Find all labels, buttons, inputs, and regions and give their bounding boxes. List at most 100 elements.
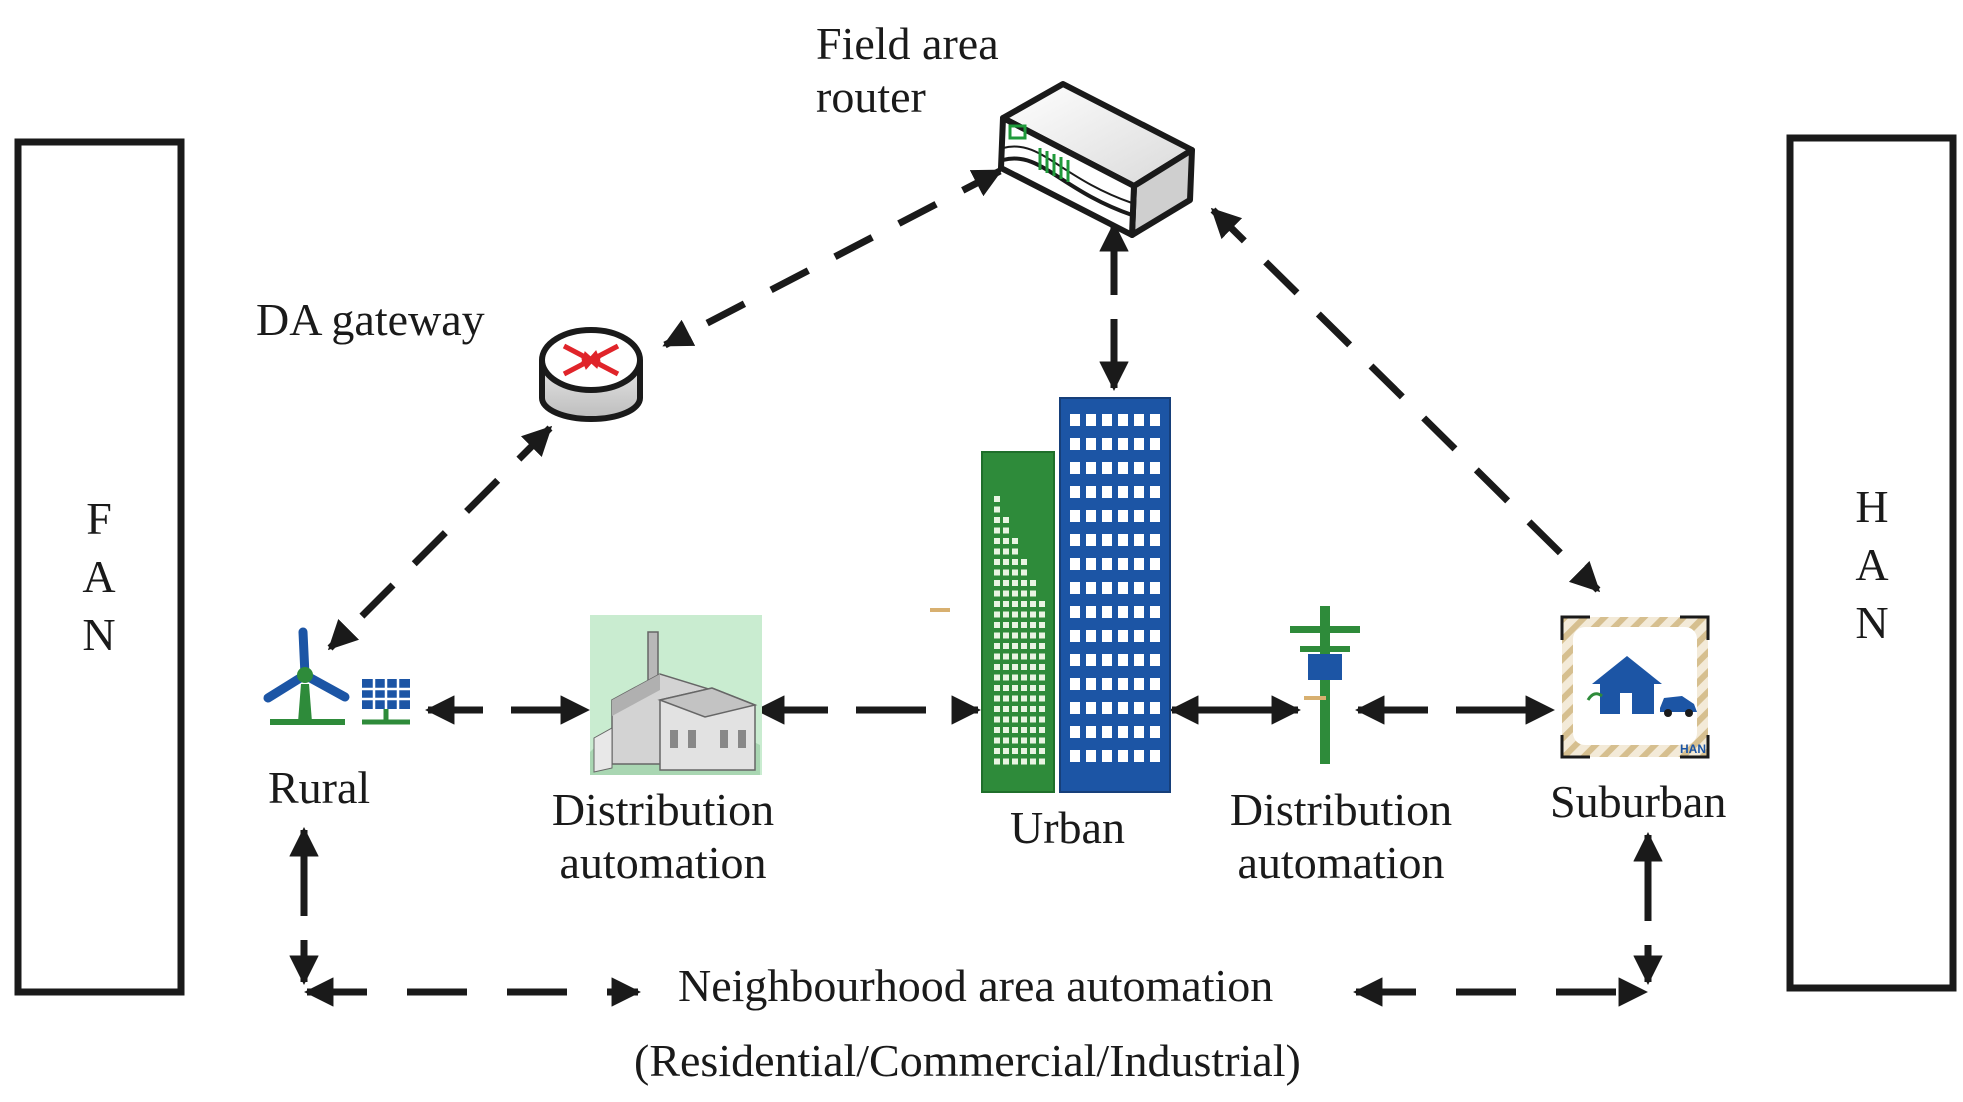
han-letter: A bbox=[1855, 539, 1889, 590]
building-window bbox=[1070, 534, 1080, 546]
building-window bbox=[1003, 559, 1009, 565]
building-window bbox=[1070, 750, 1080, 762]
utility-pole-icon bbox=[1290, 606, 1360, 764]
building-window bbox=[1102, 414, 1112, 426]
building-window bbox=[1086, 702, 1096, 714]
building-window bbox=[1012, 611, 1018, 618]
building-window bbox=[1003, 517, 1009, 523]
building-window bbox=[1134, 606, 1144, 618]
building-window bbox=[994, 632, 1000, 639]
building-window bbox=[1039, 737, 1045, 744]
da-right-line2: automation bbox=[1237, 836, 1445, 888]
building-window bbox=[1102, 606, 1112, 618]
building-window bbox=[1021, 622, 1027, 628]
building-window bbox=[1021, 748, 1027, 754]
building-window bbox=[1039, 622, 1045, 628]
building-window bbox=[1086, 678, 1096, 690]
building-window bbox=[1012, 632, 1018, 639]
building-window bbox=[1021, 643, 1027, 649]
han-letter: H bbox=[1855, 481, 1889, 532]
han-label: H A N bbox=[1842, 478, 1902, 652]
building-window bbox=[1134, 462, 1144, 474]
building-window bbox=[1118, 438, 1128, 450]
building-window bbox=[1003, 748, 1009, 754]
building-window bbox=[1030, 748, 1036, 754]
building-window bbox=[994, 685, 1000, 691]
building-window bbox=[1150, 750, 1160, 762]
building-window bbox=[1039, 611, 1045, 618]
building-window bbox=[1021, 737, 1027, 744]
building-window bbox=[1039, 653, 1045, 660]
building-window bbox=[1118, 654, 1128, 666]
building-window bbox=[1021, 758, 1027, 765]
building-window bbox=[994, 706, 1000, 712]
building-window bbox=[1012, 590, 1018, 597]
router-label-line2: router bbox=[816, 70, 926, 122]
building-window bbox=[994, 517, 1000, 523]
building-window bbox=[1003, 622, 1009, 628]
building-window bbox=[994, 622, 1000, 628]
building-window bbox=[994, 716, 1000, 723]
building-window bbox=[994, 737, 1000, 744]
distribution-automation-left-label: Distribution automation bbox=[528, 784, 798, 890]
building-window bbox=[1021, 580, 1027, 586]
building-window bbox=[1021, 674, 1027, 681]
building-window bbox=[1012, 580, 1018, 586]
arrow-router-gateway bbox=[662, 167, 1003, 349]
building-window bbox=[1012, 685, 1018, 691]
building-window bbox=[1012, 758, 1018, 765]
building-window bbox=[994, 695, 1000, 702]
building-window bbox=[1039, 632, 1045, 639]
building-window bbox=[1021, 601, 1027, 607]
building-window bbox=[994, 569, 1000, 576]
building-window bbox=[1102, 654, 1112, 666]
building-window bbox=[994, 643, 1000, 649]
building-window bbox=[1070, 558, 1080, 570]
building-window bbox=[1086, 750, 1096, 762]
building-window bbox=[1021, 664, 1027, 670]
building-window bbox=[1102, 630, 1112, 642]
building-window bbox=[1021, 569, 1027, 576]
building-window bbox=[1012, 727, 1018, 733]
building-window bbox=[1021, 695, 1027, 702]
building-window bbox=[1030, 695, 1036, 702]
building-window bbox=[1134, 534, 1144, 546]
building-window bbox=[1150, 702, 1160, 714]
building-window bbox=[1070, 654, 1080, 666]
building-window bbox=[1070, 702, 1080, 714]
building-window bbox=[1150, 630, 1160, 642]
building-window bbox=[1086, 414, 1096, 426]
building-window bbox=[994, 590, 1000, 597]
building-window bbox=[1039, 758, 1045, 765]
neighbourhood-label: Neighbourhood area automation bbox=[678, 960, 1274, 1011]
building-window bbox=[1086, 534, 1096, 546]
building-window bbox=[1030, 758, 1036, 765]
building-window bbox=[1021, 685, 1027, 691]
building-window bbox=[1118, 678, 1128, 690]
building-window bbox=[1134, 582, 1144, 594]
han-badge: HAN bbox=[1680, 742, 1706, 756]
building-window bbox=[1039, 695, 1045, 702]
building-window bbox=[1012, 748, 1018, 754]
building-window bbox=[1003, 643, 1009, 649]
building-window bbox=[1150, 462, 1160, 474]
building-window bbox=[1150, 534, 1160, 546]
building-window bbox=[1150, 558, 1160, 570]
distribution-automation-right-label: Distribution automation bbox=[1206, 784, 1476, 890]
building-window bbox=[1030, 674, 1036, 681]
fan-letter: F bbox=[86, 493, 112, 544]
building-window bbox=[1134, 678, 1144, 690]
building-window bbox=[1039, 685, 1045, 691]
building-window bbox=[994, 559, 1000, 565]
building-window bbox=[1003, 548, 1009, 555]
building-window bbox=[1102, 486, 1112, 498]
building-window bbox=[994, 548, 1000, 555]
building-window bbox=[1012, 569, 1018, 576]
building-window bbox=[1030, 643, 1036, 649]
building-window bbox=[1134, 486, 1144, 498]
building-window bbox=[1086, 630, 1096, 642]
building-window bbox=[1003, 527, 1009, 534]
building-window bbox=[1102, 462, 1112, 474]
building-window bbox=[1030, 632, 1036, 639]
building-window bbox=[1070, 462, 1080, 474]
